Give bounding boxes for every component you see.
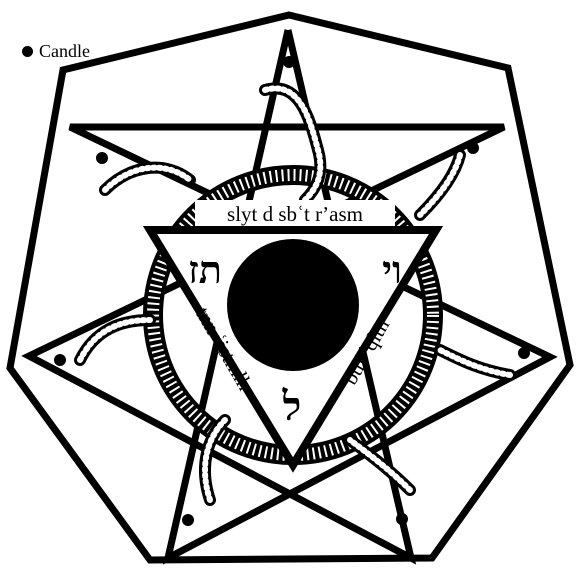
- candle-dot: [96, 152, 108, 164]
- hebrew-right: וי: [382, 250, 402, 292]
- legend-label: Candle: [39, 41, 90, 62]
- candle-dot: [283, 56, 295, 68]
- candle-dot: [467, 142, 479, 154]
- candle-dot: [396, 513, 408, 525]
- legend-dot-icon: [22, 46, 33, 57]
- label-top: slyt d sbʿt rʼasm: [227, 202, 363, 226]
- hebrew-left: תז: [188, 250, 222, 292]
- candle-center: [227, 239, 359, 371]
- legend: Candle: [22, 41, 90, 61]
- hebrew-bottom: ל: [282, 384, 302, 429]
- candle-dot: [54, 354, 66, 366]
- candle-dot: [518, 347, 530, 359]
- candle-dot: [182, 514, 194, 526]
